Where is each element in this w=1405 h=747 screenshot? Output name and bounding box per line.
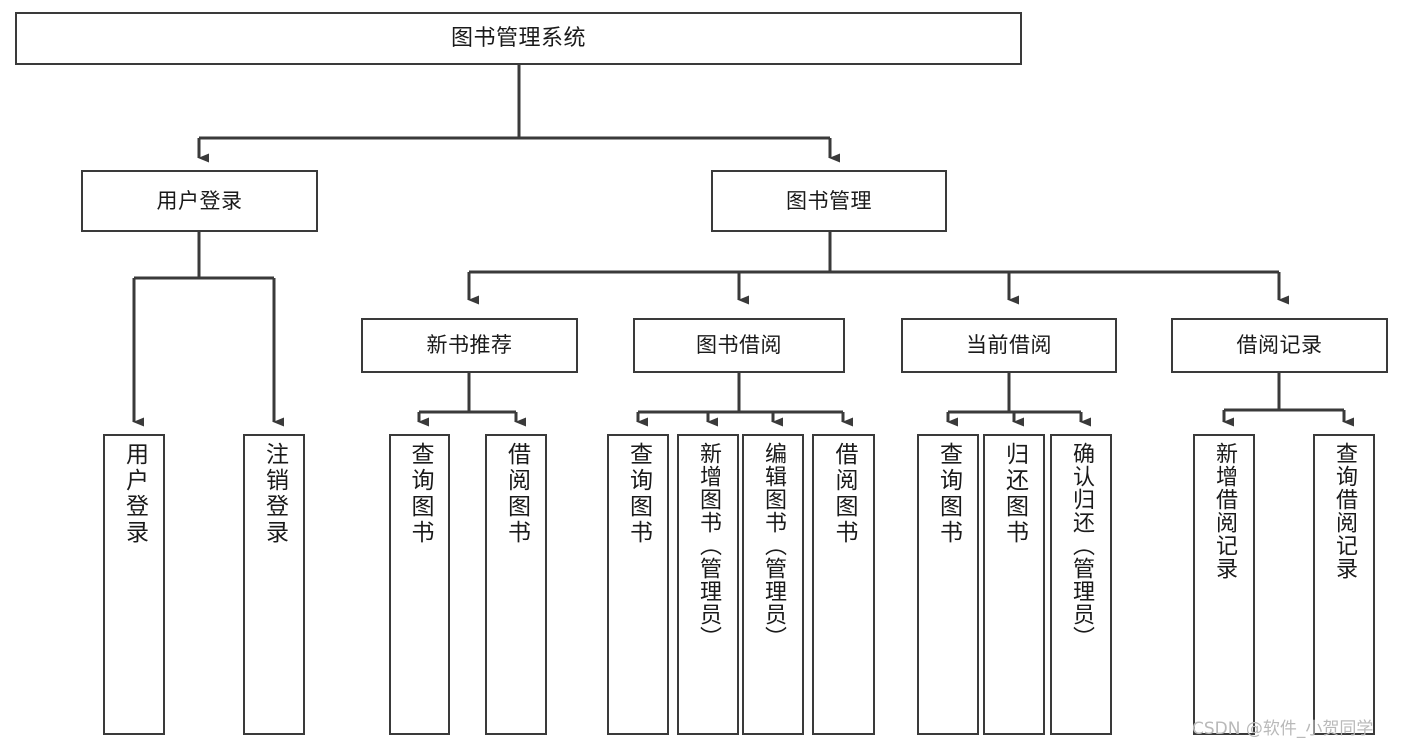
node-label: 当前借阅 [966,333,1052,358]
leaf-user-login[interactable]: 用户登录 [103,434,165,735]
node-label: 归还图书 [1001,442,1028,546]
node-label: 查询图书 [407,442,433,546]
node-label: 用户登录 [156,188,243,213]
leaf-return-book[interactable]: 归还图书 [983,434,1045,735]
node-label: 新增图书（管理员） [696,442,721,649]
node-label: 新书推荐 [426,333,513,358]
leaf-query-book-recommendation[interactable]: 查询图书 [389,434,450,735]
node-label: 图书管理 [786,188,872,213]
leaf-query-book-current[interactable]: 查询图书 [917,434,979,735]
node-borrowing-record[interactable]: 借阅记录 [1171,318,1388,373]
leaf-query-borrow-record[interactable]: 查询借阅记录 [1313,434,1375,735]
leaf-logout[interactable]: 注销登录 [243,434,305,735]
node-root-book-management-system[interactable]: 图书管理系统 [15,12,1022,65]
node-label: 用户登录 [121,442,148,546]
leaf-borrow-book[interactable]: 借阅图书 [812,434,875,735]
leaf-query-book-borrowing[interactable]: 查询图书 [607,434,669,735]
node-label: 图书借阅 [696,333,782,358]
leaf-edit-book-admin[interactable]: 编辑图书（管理员） [742,434,804,735]
node-label: 确认归还（管理员） [1069,442,1094,649]
node-label: 图书管理系统 [450,25,586,51]
node-label: 查询图书 [625,442,652,546]
node-label: 查询借阅记录 [1332,442,1357,580]
node-label: 编辑图书（管理员） [761,442,786,649]
node-book-borrowing[interactable]: 图书借阅 [633,318,845,373]
leaf-add-borrow-record[interactable]: 新增借阅记录 [1193,434,1255,735]
leaf-borrow-book-recommendation[interactable]: 借阅图书 [485,434,547,735]
node-label: 借阅记录 [1236,333,1323,358]
leaf-confirm-return-admin[interactable]: 确认归还（管理员） [1050,434,1112,735]
node-book-management[interactable]: 图书管理 [711,170,947,232]
node-label: 借阅图书 [503,442,530,546]
node-label: 新增借阅记录 [1212,442,1237,580]
node-new-book-recommendation[interactable]: 新书推荐 [361,318,578,373]
node-user-login[interactable]: 用户登录 [81,170,318,232]
leaf-add-book-admin[interactable]: 新增图书（管理员） [677,434,739,735]
node-label: 查询图书 [935,442,962,546]
node-current-borrowing[interactable]: 当前借阅 [901,318,1117,373]
csdn-watermark: CSDN @软件_小贺同学 [1192,719,1374,739]
node-label: 借阅图书 [831,442,857,546]
node-label: 注销登录 [261,442,288,546]
